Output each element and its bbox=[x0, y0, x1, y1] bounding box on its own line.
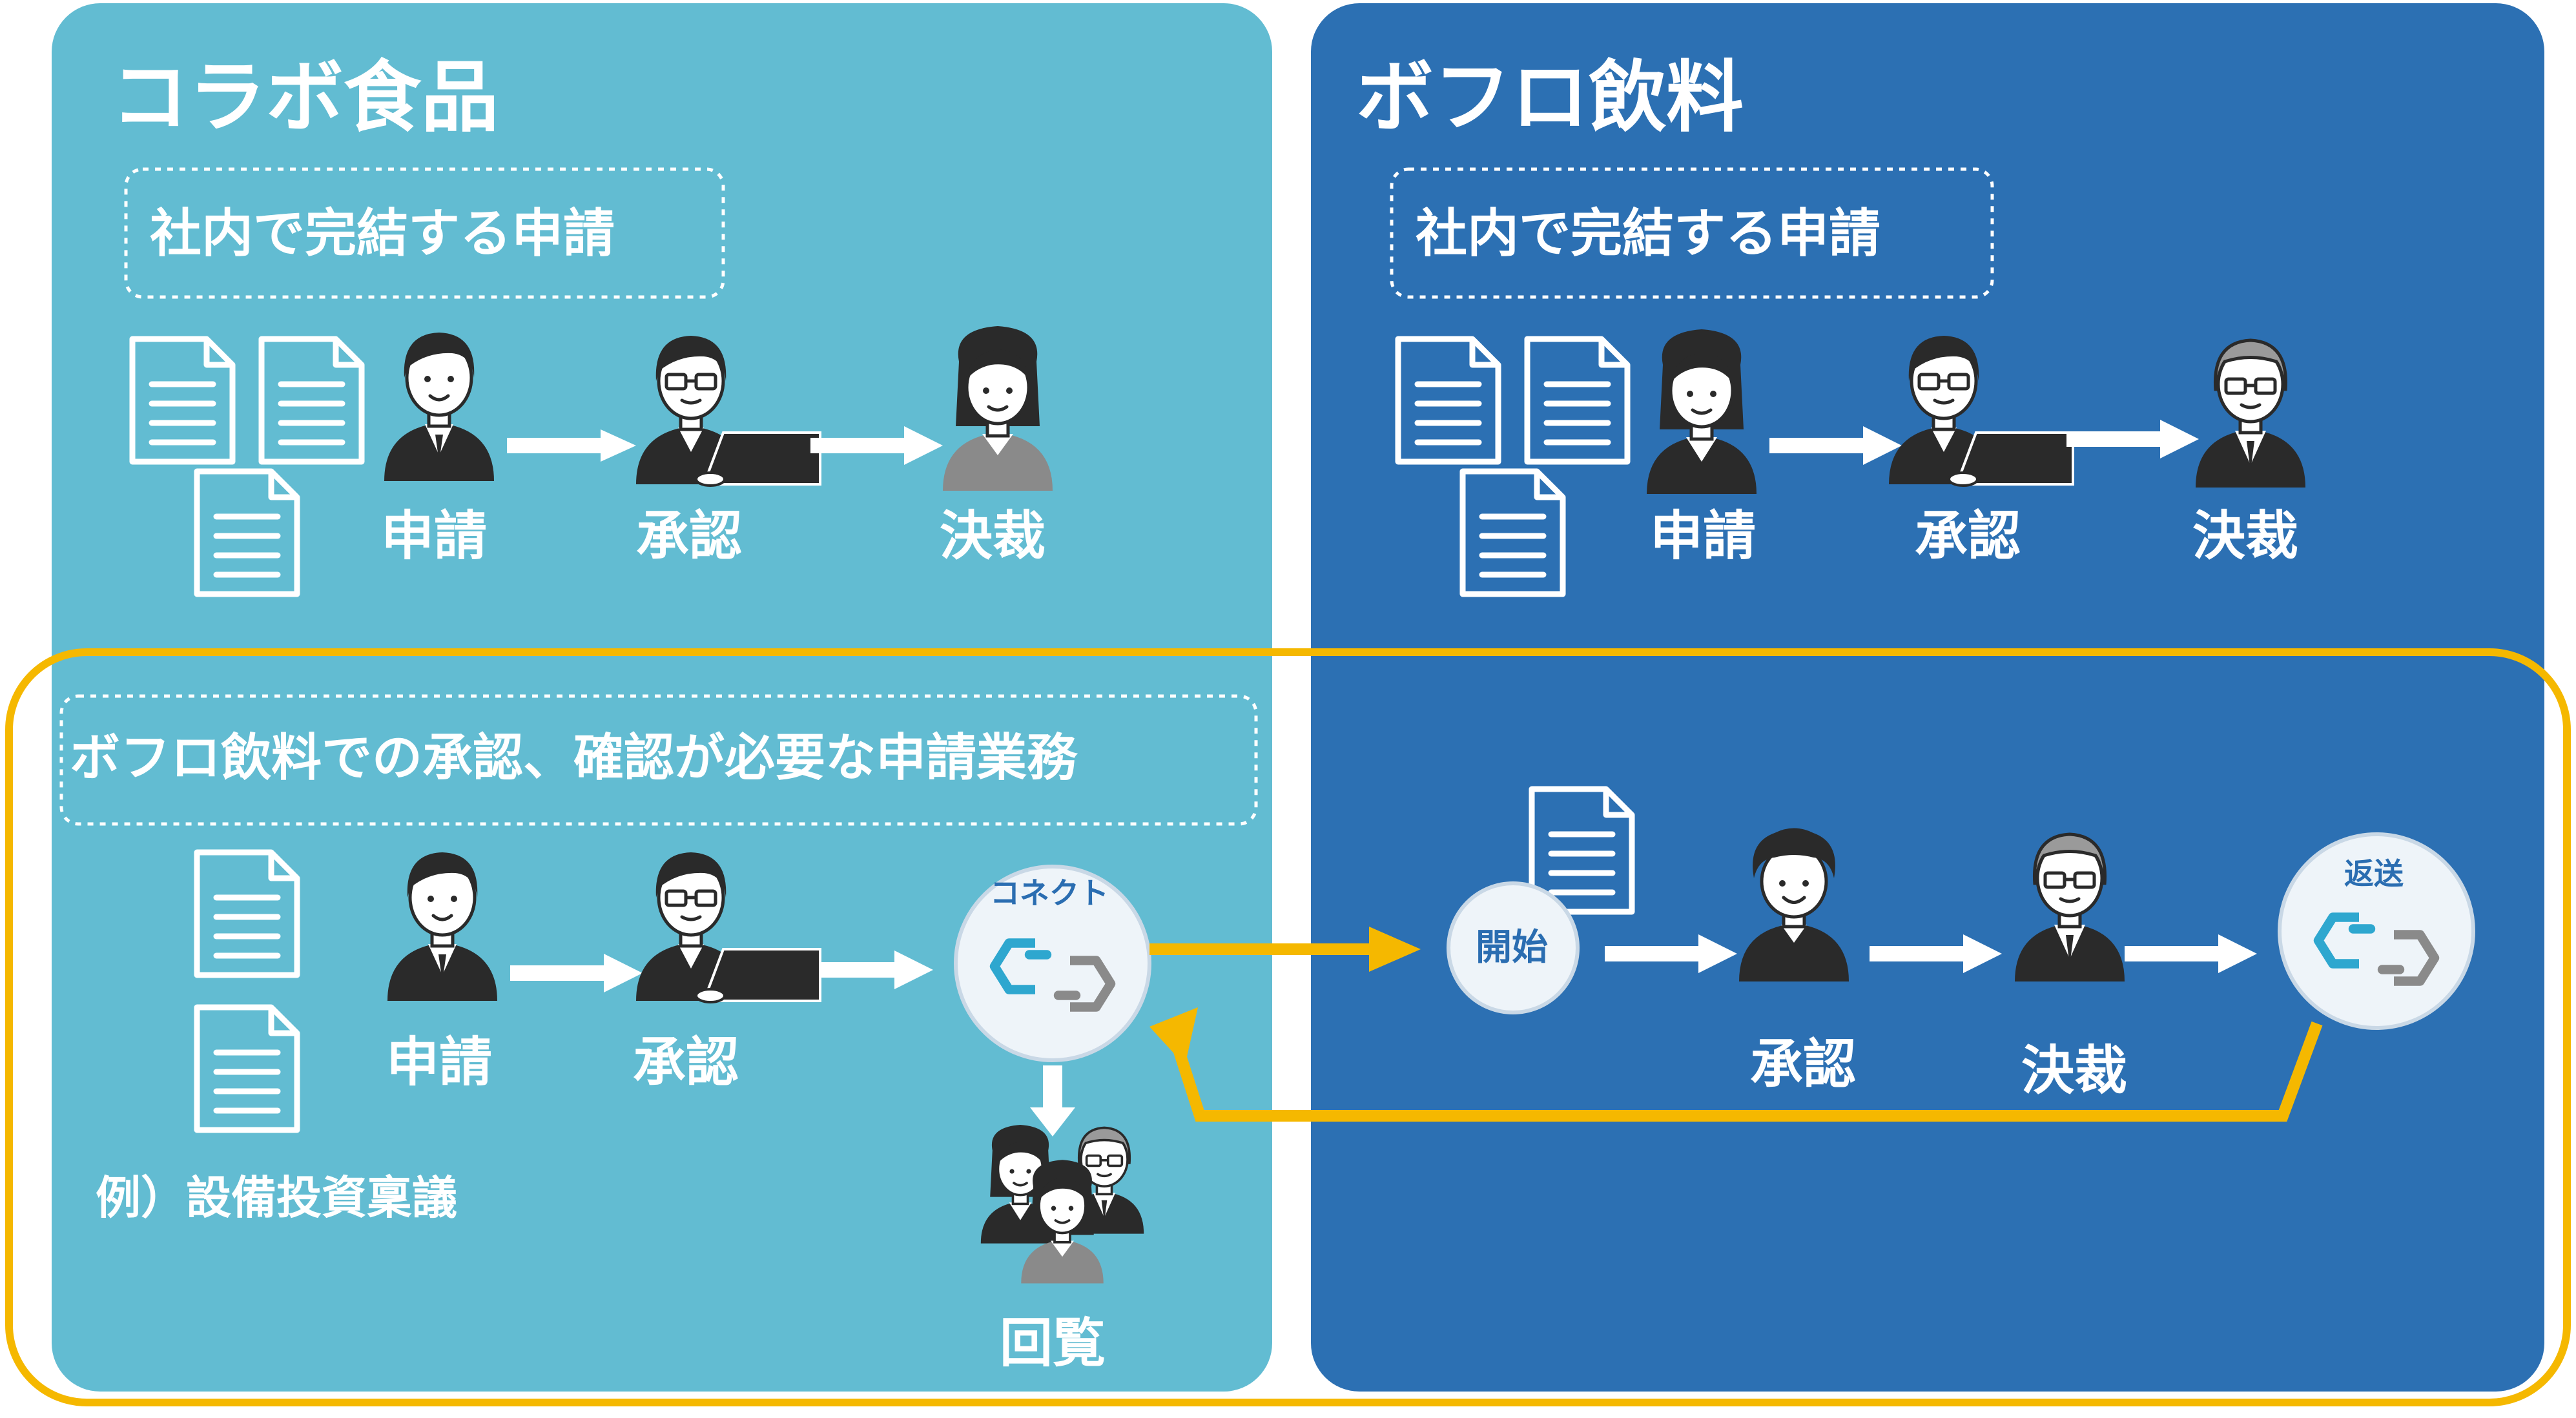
cross-company-frame bbox=[5, 648, 2571, 1406]
return-arrow-line bbox=[1170, 1021, 2323, 1122]
viewer-woman-icon bbox=[1020, 1158, 1105, 1285]
start-circle bbox=[1447, 881, 1580, 1014]
right-internal-box bbox=[1390, 167, 1994, 299]
arrow-right-icon bbox=[507, 429, 636, 462]
return-arrowhead bbox=[1149, 1007, 1198, 1065]
forward-arrowhead bbox=[1369, 927, 1421, 972]
arrow-right-icon bbox=[894, 950, 933, 989]
arrow-right-icon bbox=[604, 954, 643, 992]
arrow-right-icon bbox=[1863, 426, 1902, 465]
arrow-right-icon bbox=[2160, 420, 2199, 458]
cross-company-box bbox=[59, 694, 1258, 826]
arrow-right-icon bbox=[904, 426, 943, 465]
connect-circle bbox=[954, 865, 1151, 1062]
applicant-woman-icon bbox=[1647, 329, 1757, 494]
arrow-down-icon bbox=[1030, 1107, 1075, 1136]
arrow-right-icon bbox=[1698, 934, 1737, 973]
right-company-panel bbox=[1311, 3, 2544, 1392]
return-circle bbox=[2278, 832, 2475, 1030]
decider-woman-icon bbox=[943, 326, 1053, 491]
arrow-right-icon bbox=[1963, 934, 2002, 973]
arrow-right-icon bbox=[2218, 934, 2257, 973]
